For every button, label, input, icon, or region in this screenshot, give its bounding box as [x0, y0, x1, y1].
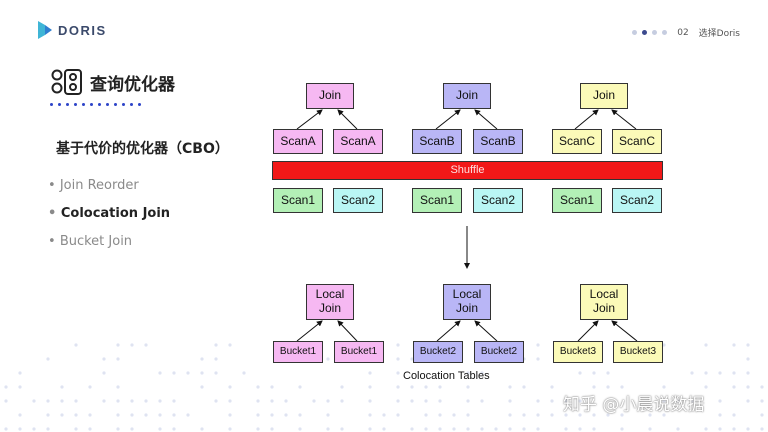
bucket-box: Bucket1	[334, 341, 384, 363]
scan-box: ScanB	[473, 129, 523, 154]
scan-box: ScanB	[412, 129, 462, 154]
scan-input-box: Scan1	[552, 188, 602, 213]
bucket-box: Bucket3	[613, 341, 663, 363]
bucket-box: Bucket2	[474, 341, 524, 363]
scan-box: ScanC	[552, 129, 602, 154]
scan-box: ScanA	[333, 129, 383, 154]
watermark: 知乎 @小晨说数据	[563, 390, 704, 415]
bucket-box: Bucket2	[413, 341, 463, 363]
scan-box: ScanC	[612, 129, 662, 154]
scan-box: ScanA	[273, 129, 323, 154]
shuffle-bar: Shuffle	[272, 161, 663, 180]
scan-input-box: Scan1	[273, 188, 323, 213]
scan-input-box: Scan2	[333, 188, 383, 213]
local-join-box-2: LocalJoin	[443, 284, 491, 320]
bucket-box: Bucket1	[273, 341, 323, 363]
join-box-b: Join	[443, 83, 491, 109]
diagram-caption: Colocation Tables	[403, 370, 490, 382]
local-join-box-3: LocalJoin	[580, 284, 628, 320]
bucket-box: Bucket3	[553, 341, 603, 363]
scan-input-box: Scan1	[412, 188, 462, 213]
scan-input-box: Scan2	[612, 188, 662, 213]
scan-input-box: Scan2	[473, 188, 523, 213]
local-join-box-1: LocalJoin	[306, 284, 354, 320]
join-box-c: Join	[580, 83, 628, 109]
join-box-a: Join	[306, 83, 354, 109]
